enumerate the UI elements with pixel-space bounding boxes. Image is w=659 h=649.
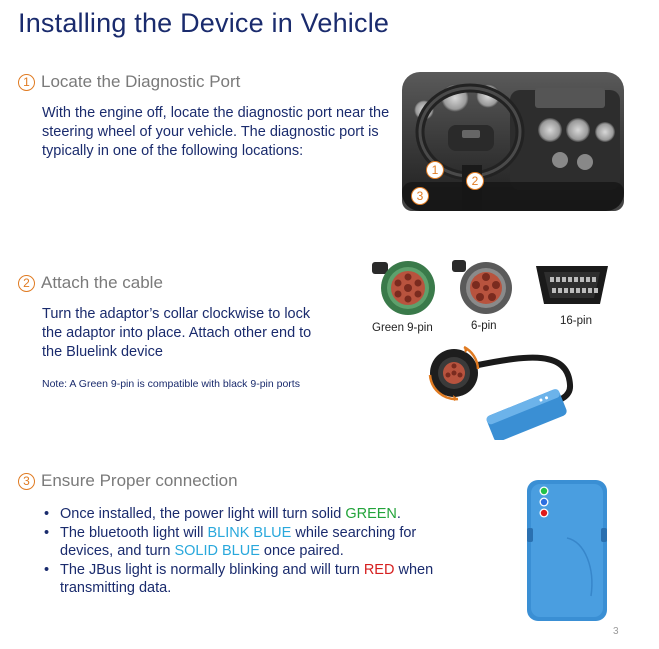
step-1-heading: 1 Locate the Diagnostic Port: [18, 72, 240, 92]
green-9pin-connector-image: [372, 256, 438, 318]
bullet-text: when transmitting data.: [60, 562, 434, 596]
6pin-caption: 6-pin: [471, 320, 497, 332]
highlight-green: GREEN: [345, 506, 397, 522]
step-3-number: 3: [18, 472, 35, 490]
bullet-power-light: Once installed, the power light will tur…: [42, 505, 452, 523]
step-1-number: 1: [18, 73, 35, 91]
step-1-body: With the engine off, locate the diagnost…: [42, 105, 390, 159]
page-number: 3: [613, 626, 619, 637]
16pin-connector-image: [530, 260, 614, 310]
16pin-caption: 16-pin: [560, 315, 592, 327]
bullet-text: once paired.: [259, 543, 344, 559]
highlight-solid-blue: SOLID BLUE: [174, 543, 260, 559]
bullet-text: The bluetooth light will: [60, 525, 208, 541]
cable-adapter-image: [418, 335, 583, 442]
step-2-title: Attach the cable: [41, 273, 163, 292]
highlight-blink-blue: BLINK BLUE: [207, 525, 292, 541]
connection-bullet-list: Once installed, the power light will tur…: [42, 505, 452, 598]
bullet-text: while searching for devices, and turn: [60, 525, 417, 559]
step-3-heading: 3 Ensure Proper connection: [18, 471, 238, 491]
highlight-red: RED: [363, 562, 395, 578]
dash-marker-3: 3: [411, 187, 429, 205]
bullet-text: The JBus light is normally blinking and …: [60, 562, 364, 578]
step-1-title: Locate the Diagnostic Port: [41, 72, 241, 91]
bullet-bluetooth-light: The bluetooth light will BLINK BLUE whil…: [42, 524, 452, 560]
dash-marker-1: 1: [426, 161, 444, 179]
green-9pin-caption: Green 9-pin: [372, 322, 433, 334]
step-2-body: Turn the adaptor’s collar clockwise to l…: [42, 306, 312, 360]
bluelink-device-image: [525, 478, 609, 623]
page-title: Installing the Device in Vehicle: [18, 8, 390, 38]
dashboard-image: [400, 70, 626, 213]
step-2-note: Note: A Green 9-pin is compatible with b…: [42, 378, 300, 390]
dash-marker-2: 2: [466, 172, 484, 190]
bullet-jbus-light: The JBus light is normally blinking and …: [42, 561, 452, 597]
step-2-number: 2: [18, 274, 35, 292]
step-2-heading: 2 Attach the cable: [18, 273, 163, 293]
6pin-connector-image: [452, 256, 514, 318]
step-3-title: Ensure Proper connection: [41, 471, 238, 490]
bullet-text: Once installed, the power light will tur…: [60, 506, 346, 522]
bullet-text: .: [396, 506, 401, 522]
